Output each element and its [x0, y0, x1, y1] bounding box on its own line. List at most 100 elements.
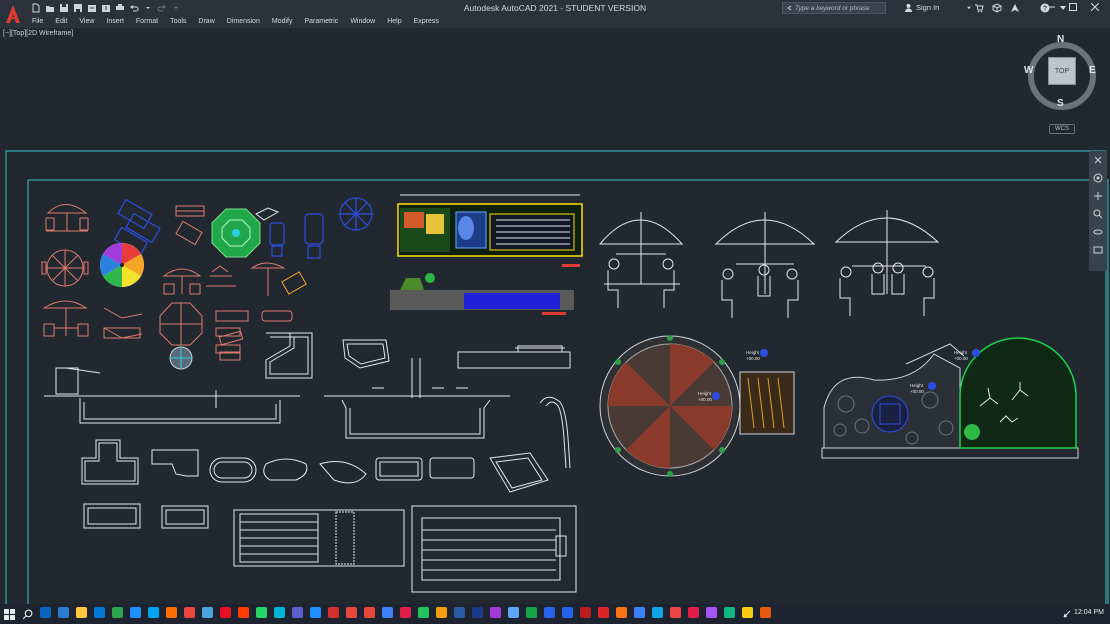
pen-tray-icon[interactable]: [1062, 609, 1072, 619]
redo-icon[interactable]: [156, 2, 168, 13]
autodesk-app-store-icon[interactable]: [991, 2, 1002, 13]
taskbar-app-icon[interactable]: [292, 607, 303, 618]
restore-icon[interactable]: [1062, 0, 1084, 14]
taskbar-app-icon[interactable]: [634, 607, 645, 618]
taskbar-app-icon[interactable]: [580, 607, 591, 618]
menu-parametric[interactable]: Parametric: [304, 18, 339, 25]
help-dropdown-icon[interactable]: [1057, 2, 1068, 13]
cart-icon[interactable]: [973, 2, 984, 13]
compass-west[interactable]: W: [1024, 65, 1034, 76]
undo-dropdown-icon[interactable]: [142, 2, 154, 13]
help-search-box[interactable]: [782, 2, 886, 14]
taskbar-app-icon[interactable]: [742, 607, 753, 618]
taskbar-app-icon[interactable]: [202, 607, 213, 618]
taskbar-app-icon[interactable]: [166, 607, 177, 618]
menu-format[interactable]: Format: [135, 18, 159, 25]
taskbar-app-icon[interactable]: [652, 607, 663, 618]
taskbar-app-icon[interactable]: [418, 607, 429, 618]
taskbar-app-icon[interactable]: [670, 607, 681, 618]
undo-icon[interactable]: [128, 2, 140, 13]
menu-draw[interactable]: Draw: [198, 18, 215, 25]
taskbar-app-icon[interactable]: [184, 607, 195, 618]
autocad-logo-icon[interactable]: [4, 3, 22, 25]
plot-icon[interactable]: [114, 2, 126, 13]
save-icon[interactable]: [58, 2, 70, 13]
compass-south[interactable]: S: [1057, 98, 1064, 109]
taskbar-app-icon[interactable]: [382, 607, 393, 618]
minimize-icon[interactable]: [1040, 0, 1062, 14]
taskbar-app-icon[interactable]: [220, 607, 231, 618]
viewport-controls-label[interactable]: [−][Top][2D Wireframe]: [3, 30, 74, 37]
taskbar-app-icon[interactable]: [454, 607, 465, 618]
taskbar-app-icon[interactable]: [436, 607, 447, 618]
drawing-canvas[interactable]: Height +00.00 Height +00.00: [0, 28, 1110, 604]
taskbar-app-icon[interactable]: [706, 607, 717, 618]
taskbar-app-icon[interactable]: [508, 607, 519, 618]
taskbar-app-icon[interactable]: [400, 607, 411, 618]
viewcube[interactable]: N S E W TOP WCS: [1024, 34, 1100, 134]
compass-north[interactable]: N: [1057, 34, 1065, 45]
taskbar-app-icon[interactable]: [544, 607, 555, 618]
taskbar-app-icon[interactable]: [346, 607, 357, 618]
viewcube-compass-ring[interactable]: [1026, 40, 1098, 112]
taskbar-app-icon[interactable]: [256, 607, 267, 618]
search-input[interactable]: [795, 3, 885, 13]
new-file-icon[interactable]: [30, 2, 42, 13]
taskbar-app-icon[interactable]: [598, 607, 609, 618]
taskbar-app-icon[interactable]: [364, 607, 375, 618]
taskbar-search-icon[interactable]: [22, 607, 33, 620]
taskbar-app-icon[interactable]: [472, 607, 483, 618]
taskbar-app-icon[interactable]: [238, 607, 249, 618]
menu-express[interactable]: Express: [413, 18, 439, 25]
compass-east[interactable]: E: [1089, 65, 1096, 76]
menu-window[interactable]: Window: [350, 18, 376, 25]
redo-dropdown-icon[interactable]: [170, 2, 182, 13]
close-icon[interactable]: [1084, 0, 1106, 14]
taskbar-app-icon[interactable]: [490, 607, 501, 618]
taskbar-app-icon[interactable]: [76, 607, 87, 618]
menu-insert[interactable]: Insert: [106, 18, 124, 25]
menu-tools[interactable]: Tools: [170, 18, 187, 25]
share-icon[interactable]: [1009, 2, 1020, 13]
chevron-down-icon[interactable]: [966, 5, 972, 11]
taskbar-clock[interactable]: 12:04 PM: [1074, 609, 1104, 616]
drawing-content[interactable]: Height +00.00 Height +00.00: [0, 28, 1110, 604]
help-icon[interactable]: ?: [1039, 2, 1050, 13]
taskbar-app-icon[interactable]: [328, 607, 339, 618]
taskbar-app-icon[interactable]: [274, 607, 285, 618]
viewcube-top-face[interactable]: TOP: [1048, 57, 1076, 85]
menu-file[interactable]: File: [32, 18, 44, 25]
taskbar-app-icon[interactable]: [526, 607, 537, 618]
taskbar-app-icon[interactable]: [688, 607, 699, 618]
taskbar-app-icon[interactable]: [130, 607, 141, 618]
zoom-icon[interactable]: [1093, 209, 1103, 219]
navbar-close-icon[interactable]: [1093, 155, 1103, 165]
pan-icon[interactable]: [1093, 191, 1103, 201]
steering-wheel-icon[interactable]: [1093, 173, 1103, 183]
menu-modify[interactable]: Modify: [271, 18, 293, 25]
taskbar-app-icon[interactable]: [58, 607, 69, 618]
ucs-menu[interactable]: WCS: [1049, 124, 1075, 134]
open-folder-icon[interactable]: [44, 2, 56, 13]
sign-in-button[interactable]: Sign In: [904, 3, 972, 12]
windows-start-icon[interactable]: [4, 607, 15, 620]
menu-dimension[interactable]: Dimension: [226, 18, 260, 25]
orbit-icon[interactable]: [1093, 227, 1103, 237]
menu-edit[interactable]: Edit: [55, 18, 68, 25]
search-expand-icon[interactable]: [785, 3, 795, 13]
taskbar-app-icon[interactable]: [112, 607, 123, 618]
taskbar-app-icon[interactable]: [40, 607, 51, 618]
taskbar-app-icon[interactable]: [616, 607, 627, 618]
taskbar-app-icon[interactable]: [148, 607, 159, 618]
taskbar-app-icon[interactable]: [310, 607, 321, 618]
save-as-icon[interactable]: [72, 2, 84, 13]
cloud-open-icon[interactable]: [86, 2, 98, 13]
taskbar-app-icon[interactable]: [562, 607, 573, 618]
taskbar-app-icon[interactable]: [760, 607, 771, 618]
menu-help[interactable]: Help: [387, 18, 402, 25]
menu-view[interactable]: View: [79, 18, 95, 25]
taskbar-app-icon[interactable]: [94, 607, 105, 618]
cloud-save-icon[interactable]: [100, 2, 112, 13]
taskbar-app-icon[interactable]: [724, 607, 735, 618]
showmotion-icon[interactable]: [1093, 245, 1103, 255]
